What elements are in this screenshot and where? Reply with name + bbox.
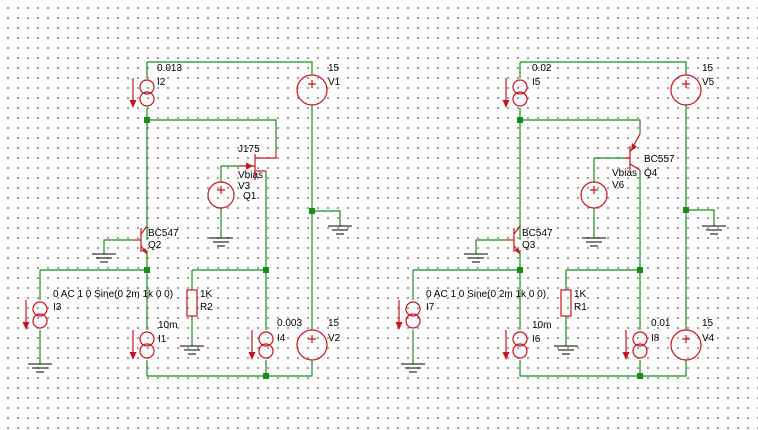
I6-name-label: I6 — [532, 334, 541, 345]
V4-value-label: 15 — [702, 318, 714, 329]
junction-dot — [517, 117, 523, 123]
voltage-source-V6 — [580, 181, 608, 209]
Q2-model-label: BC547 — [148, 228, 179, 239]
current-source-I1 — [129, 330, 155, 360]
current-source-I4 — [248, 330, 274, 360]
I6-value-label: 10m — [532, 320, 551, 331]
R2-value-label: 1K — [200, 289, 213, 300]
circuit-1: 0.013 I2 15 V1 J175 Vbias V3 Q1 BC547 Q2… — [22, 61, 352, 379]
V5-value-label: 15 — [702, 63, 714, 74]
V2-name-label: V2 — [328, 333, 341, 344]
I8-value-label: 0.01 — [651, 318, 671, 329]
current-source-I3 — [22, 300, 48, 330]
resistor-R1 — [560, 289, 572, 317]
junction-dot — [263, 373, 269, 379]
I4-name-label: I4 — [277, 333, 286, 344]
Q2-name-label: Q2 — [148, 240, 162, 251]
ground-symbols — [28, 225, 352, 373]
circuit-2: 0.02 I5 15 V5 BC557 Vbias Q4 V6 BC547 Q3… — [395, 61, 726, 379]
I8-name-label: I8 — [651, 333, 660, 344]
current-source-I7 — [395, 300, 421, 330]
junction-dot — [637, 267, 643, 273]
Q1-model-label: J175 — [238, 144, 260, 155]
junction-dot — [144, 117, 150, 123]
current-source-I5 — [502, 78, 528, 108]
junction-dot — [683, 207, 689, 213]
current-source-I8 — [622, 330, 648, 360]
I2-name-label: I2 — [157, 77, 166, 88]
voltage-source-V3 — [207, 181, 235, 209]
junction-dot — [309, 208, 315, 214]
V1-value-label: 15 — [328, 63, 340, 74]
V4-name-label: V4 — [702, 333, 715, 344]
V6-name-label: V6 — [612, 180, 625, 191]
I1-name-label: I1 — [158, 334, 167, 345]
V2-value-label: 15 — [328, 318, 340, 329]
V5-name-label: V5 — [702, 77, 715, 88]
V3-value-label: Vbias — [238, 170, 263, 181]
current-source-I6 — [502, 330, 528, 360]
I4-value-label: 0.003 — [277, 318, 302, 329]
Q1-name-label: Q1 — [243, 191, 257, 202]
I5-value-label: 0.02 — [532, 63, 552, 74]
I2-value-label: 0.013 — [157, 63, 182, 74]
V6-value-label: Vbias — [612, 168, 637, 179]
jfet-Q1 — [238, 151, 277, 180]
npn-transistor-Q2 — [134, 225, 148, 255]
V3-name-label: V3 — [238, 181, 251, 192]
V1-name-label: V1 — [328, 77, 341, 88]
Q3-name-label: Q3 — [522, 240, 536, 251]
Q4-name-label: Q4 — [644, 168, 658, 179]
junction-dot — [517, 267, 523, 273]
Q3-model-label: BC547 — [522, 228, 553, 239]
junction-dot — [637, 373, 643, 379]
junction-dot — [144, 267, 150, 273]
junction-dot — [263, 267, 269, 273]
Q4-model-label: BC557 — [644, 154, 675, 165]
voltage-source-V2 — [296, 329, 328, 361]
R1-value-label: 1K — [574, 289, 587, 300]
I7-value-label: 0 AC 1 0 Sine(0 2m 1k 0 0) — [426, 289, 546, 300]
R2-name-label: R2 — [200, 302, 213, 313]
I3-name-label: I3 — [53, 302, 62, 313]
circuit-2-wires — [412, 61, 715, 377]
voltage-source-V4 — [670, 329, 702, 361]
resistor-R2 — [186, 289, 198, 317]
current-source-I2 — [129, 78, 155, 108]
pnp-transistor-Q4 — [624, 133, 641, 171]
circuit-1-wires — [39, 61, 341, 377]
I5-name-label: I5 — [532, 77, 541, 88]
voltage-source-V1 — [296, 74, 328, 106]
I1-value-label: 10m — [158, 320, 177, 331]
npn-transistor-Q3 — [507, 225, 521, 255]
ground-symbols — [401, 225, 726, 373]
R1-name-label: R1 — [574, 302, 587, 313]
I3-value-label: 0 AC 1 0 Sine(0 2m 1k 0 0) — [53, 289, 173, 300]
voltage-source-V5 — [670, 74, 702, 106]
I7-name-label: I7 — [426, 302, 435, 313]
